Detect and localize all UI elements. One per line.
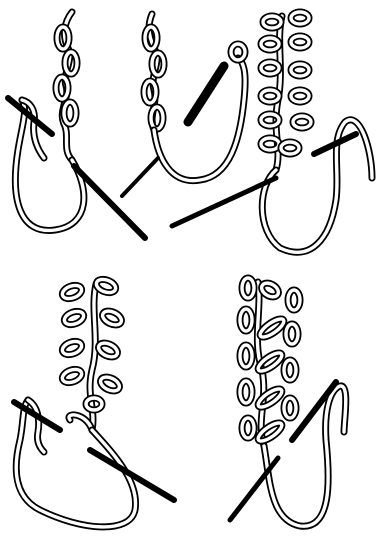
panel-chain-stitch-needle-entry (8, 12, 145, 238)
thread-loop-panel-5 (264, 386, 346, 526)
panel-chain-stitch-variation-3 (230, 278, 346, 526)
panel-chain-stitch-loop-formed (122, 14, 245, 196)
chain-links-panel-1 (56, 12, 77, 160)
chain-links-panel-5 (240, 278, 300, 446)
panel-chain-stitch-variation-2 (14, 277, 174, 527)
chain-links-panel-3 (261, 12, 311, 170)
panel-chain-stitch-variation-1 (172, 12, 372, 252)
chain-links-panel-2 (144, 14, 164, 130)
chain-links-panel-4 (61, 277, 124, 430)
